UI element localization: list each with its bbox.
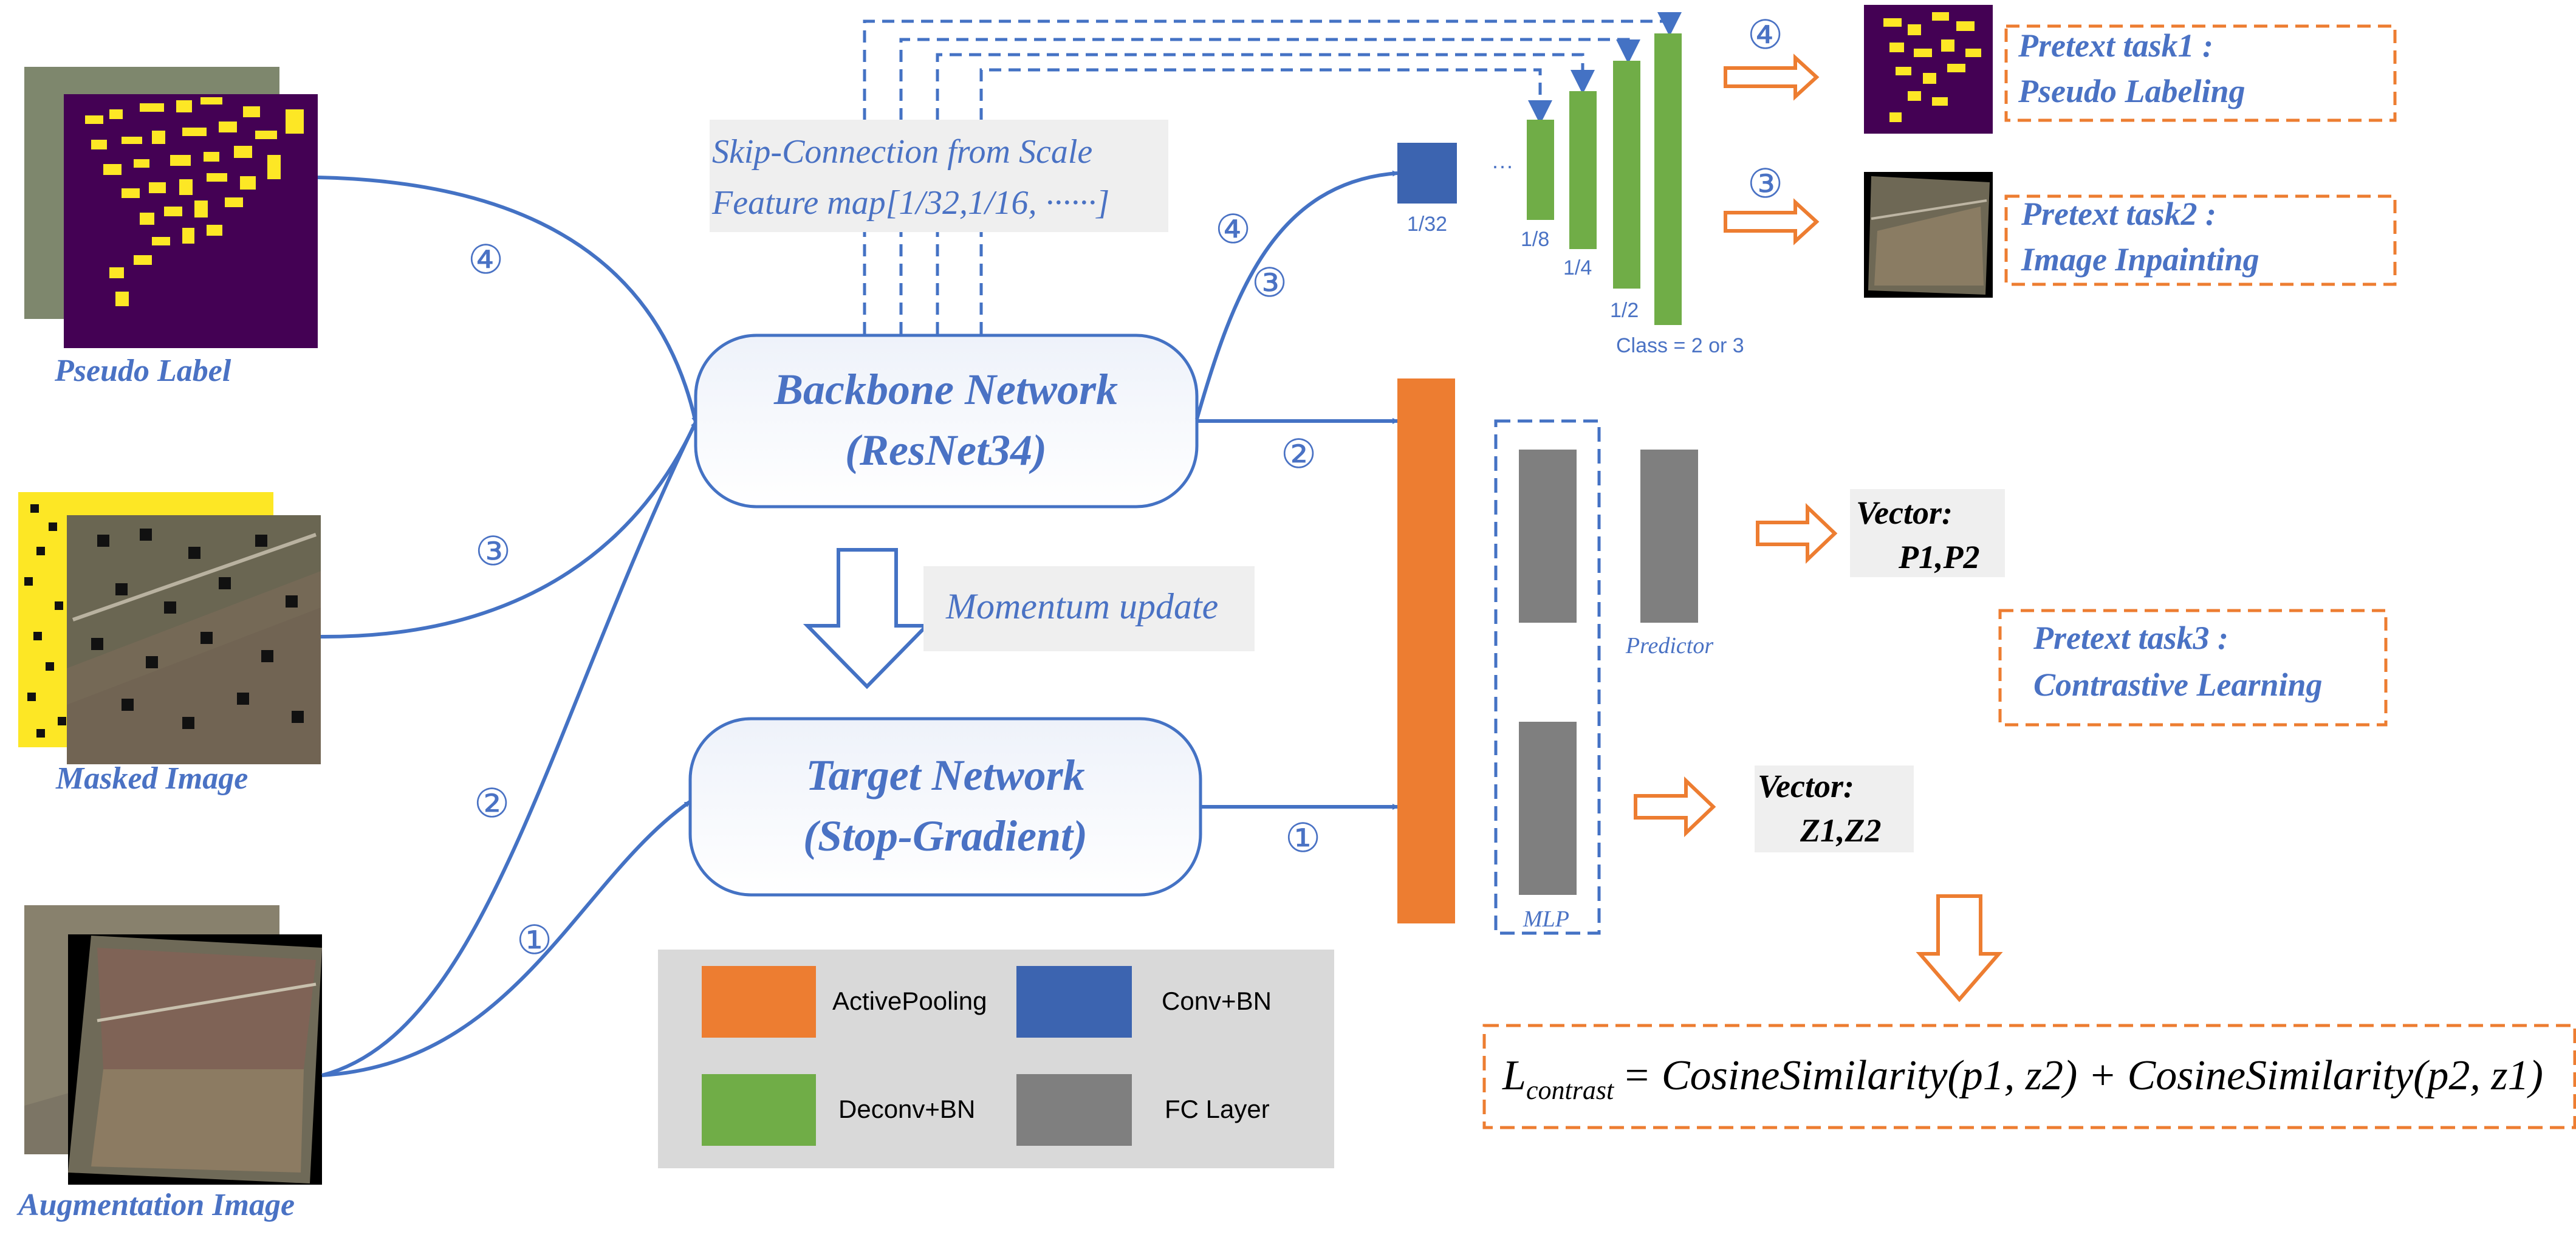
fc-layer-2 xyxy=(1519,722,1577,895)
legend-deconv-bn: Deconv+BN xyxy=(838,1095,975,1123)
vector-p: Vector: P1,P2 xyxy=(1850,489,2005,577)
formula-subscript: contrast xyxy=(1526,1075,1615,1105)
target-subtitle: (Stop-Gradient) xyxy=(803,812,1088,860)
decoder-ellipsis: ··· xyxy=(1492,153,1513,178)
task1-output-image xyxy=(1864,5,1993,134)
svg-text:Lcontrast= CosineSimilarity(p1: Lcontrast= CosineSimilarity(p1, z2) + Co… xyxy=(1502,1052,2543,1105)
masked-image-caption: Masked Image xyxy=(55,761,248,796)
backbone-subtitle: (ResNet34) xyxy=(845,426,1047,474)
deconv-block-1-4 xyxy=(1569,91,1597,249)
augmentation-image xyxy=(24,905,322,1185)
augmentation-to-backbone-arrow xyxy=(321,421,697,1077)
conv-block-1-32 xyxy=(1397,143,1457,204)
target-title: Target Network xyxy=(806,751,1084,800)
backbone-title: Backbone Network xyxy=(773,365,1118,414)
momentum-label-bg xyxy=(923,566,1255,651)
output-marker-3: ③ xyxy=(1252,259,1287,306)
contrastive-loss-formula: Lcontrast= CosineSimilarity(p1, z2) + Co… xyxy=(1482,1024,2576,1129)
task2-arrow xyxy=(1724,198,1820,245)
legend-swatch-conv-bn xyxy=(1016,966,1132,1038)
scale-1-8: 1/8 xyxy=(1521,228,1549,251)
formula-rhs: = CosineSimilarity(p1, z2) + CosineSimil… xyxy=(1622,1052,2543,1099)
legend-active-pooling: ActivePooling xyxy=(832,987,987,1015)
scale-1-2: 1/2 xyxy=(1610,299,1639,322)
vector-z-values: Z1,Z2 xyxy=(1800,812,1881,849)
target-network: Target Network (Stop-Gradient) xyxy=(688,717,1202,897)
legend-conv-bn: Conv+BN xyxy=(1162,987,1272,1015)
augmentation-to-target-arrow xyxy=(321,800,691,1077)
pseudo-label-image xyxy=(24,67,318,348)
output-arrows xyxy=(1195,170,1399,810)
path-marker-1: ① xyxy=(516,917,552,964)
predictor-fc-layer xyxy=(1640,450,1698,623)
legend-swatch-fc-layer xyxy=(1016,1074,1132,1146)
formula-lhs: L xyxy=(1502,1052,1526,1099)
task2-box: Pretext task2 : Image Inpainting xyxy=(2004,194,2397,286)
legend: ActivePooling Conv+BN Deconv+BN FC Layer xyxy=(658,950,1334,1168)
output-marker-2: ② xyxy=(1281,431,1317,478)
predictor-label: Predictor xyxy=(1625,633,1713,659)
skip-connection-label-bg xyxy=(710,120,1168,232)
task1-title: Pretext task1 : xyxy=(2018,27,2213,64)
decoder-task-arrows xyxy=(1724,53,1820,245)
vector-p-arrow xyxy=(1756,502,1838,564)
fc-layer-1 xyxy=(1519,450,1577,623)
decoder: 1/32 ··· 1/8 1/4 1/2 Class = 2 or 3 xyxy=(1397,33,1744,357)
task1-box: Pretext task1 : Pseudo Labeling xyxy=(2004,24,2397,122)
vector-z-title: Vector: xyxy=(1758,768,1854,804)
mlp-group: MLP xyxy=(1494,419,1601,935)
vector-p-values: P1,P2 xyxy=(1898,539,1979,575)
task1-marker: ④ xyxy=(1747,12,1783,58)
class-label: Class = 2 or 3 xyxy=(1616,334,1744,357)
deconv-block-output xyxy=(1654,33,1682,325)
backbone-to-decoder-arrow xyxy=(1195,170,1399,420)
mlp-label: MLP xyxy=(1523,906,1569,932)
task2-name: Image Inpainting xyxy=(2021,241,2259,278)
scale-1-32: 1/32 xyxy=(1407,213,1447,236)
skip-connection-line2: Feature map[1/32,1/16, ······] xyxy=(711,184,1109,222)
task2-title: Pretext task2 : xyxy=(2021,196,2216,232)
output-marker-1: ① xyxy=(1285,815,1321,861)
task3-name: Contrastive Learning xyxy=(2033,666,2323,703)
masked-image-arrow xyxy=(320,421,697,639)
deconv-block-1-2 xyxy=(1613,61,1640,289)
vector-z-arrow xyxy=(1634,776,1716,838)
task1-arrow xyxy=(1724,53,1820,101)
momentum-arrow xyxy=(803,548,931,690)
path-marker-3: ③ xyxy=(475,528,511,575)
task3-title: Pretext task3 : xyxy=(2033,620,2228,656)
momentum-label: Momentum update xyxy=(945,586,1218,626)
vector-z: Vector: Z1,Z2 xyxy=(1755,765,1914,852)
predictor-group: Predictor xyxy=(1625,450,1713,659)
legend-swatch-deconv-bn xyxy=(702,1074,816,1146)
deconv-block-1-8 xyxy=(1527,120,1554,220)
augmentation-image-caption: Augmentation Image xyxy=(16,1188,295,1222)
legend-fc-layer: FC Layer xyxy=(1165,1095,1270,1123)
masked-image xyxy=(18,492,321,764)
output-marker-4: ④ xyxy=(1215,206,1251,253)
vector-p-title: Vector: xyxy=(1856,495,1953,531)
formula-arrow xyxy=(1916,894,2003,1002)
task3-box: Pretext task3 : Contrastive Learning xyxy=(1998,609,2388,727)
skip-connection-line1: Skip-Connection from Scale xyxy=(712,133,1092,171)
pseudo-label-caption: Pseudo Label xyxy=(54,354,231,388)
path-marker-2: ② xyxy=(474,780,510,827)
task2-output-image xyxy=(1864,172,1993,298)
task2-marker: ③ xyxy=(1747,160,1783,207)
pseudo-label-arrow xyxy=(317,176,698,423)
input-arrows xyxy=(317,176,698,1077)
task1-name: Pseudo Labeling xyxy=(2018,73,2245,109)
scale-1-4: 1/4 xyxy=(1563,256,1592,279)
backbone-network: Backbone Network (ResNet34) xyxy=(694,334,1199,508)
legend-swatch-active-pooling xyxy=(702,966,816,1038)
active-pooling-bar xyxy=(1397,378,1455,923)
path-marker-4: ④ xyxy=(468,236,504,283)
input-path-markers: ④ ③ ② ① xyxy=(468,236,552,964)
